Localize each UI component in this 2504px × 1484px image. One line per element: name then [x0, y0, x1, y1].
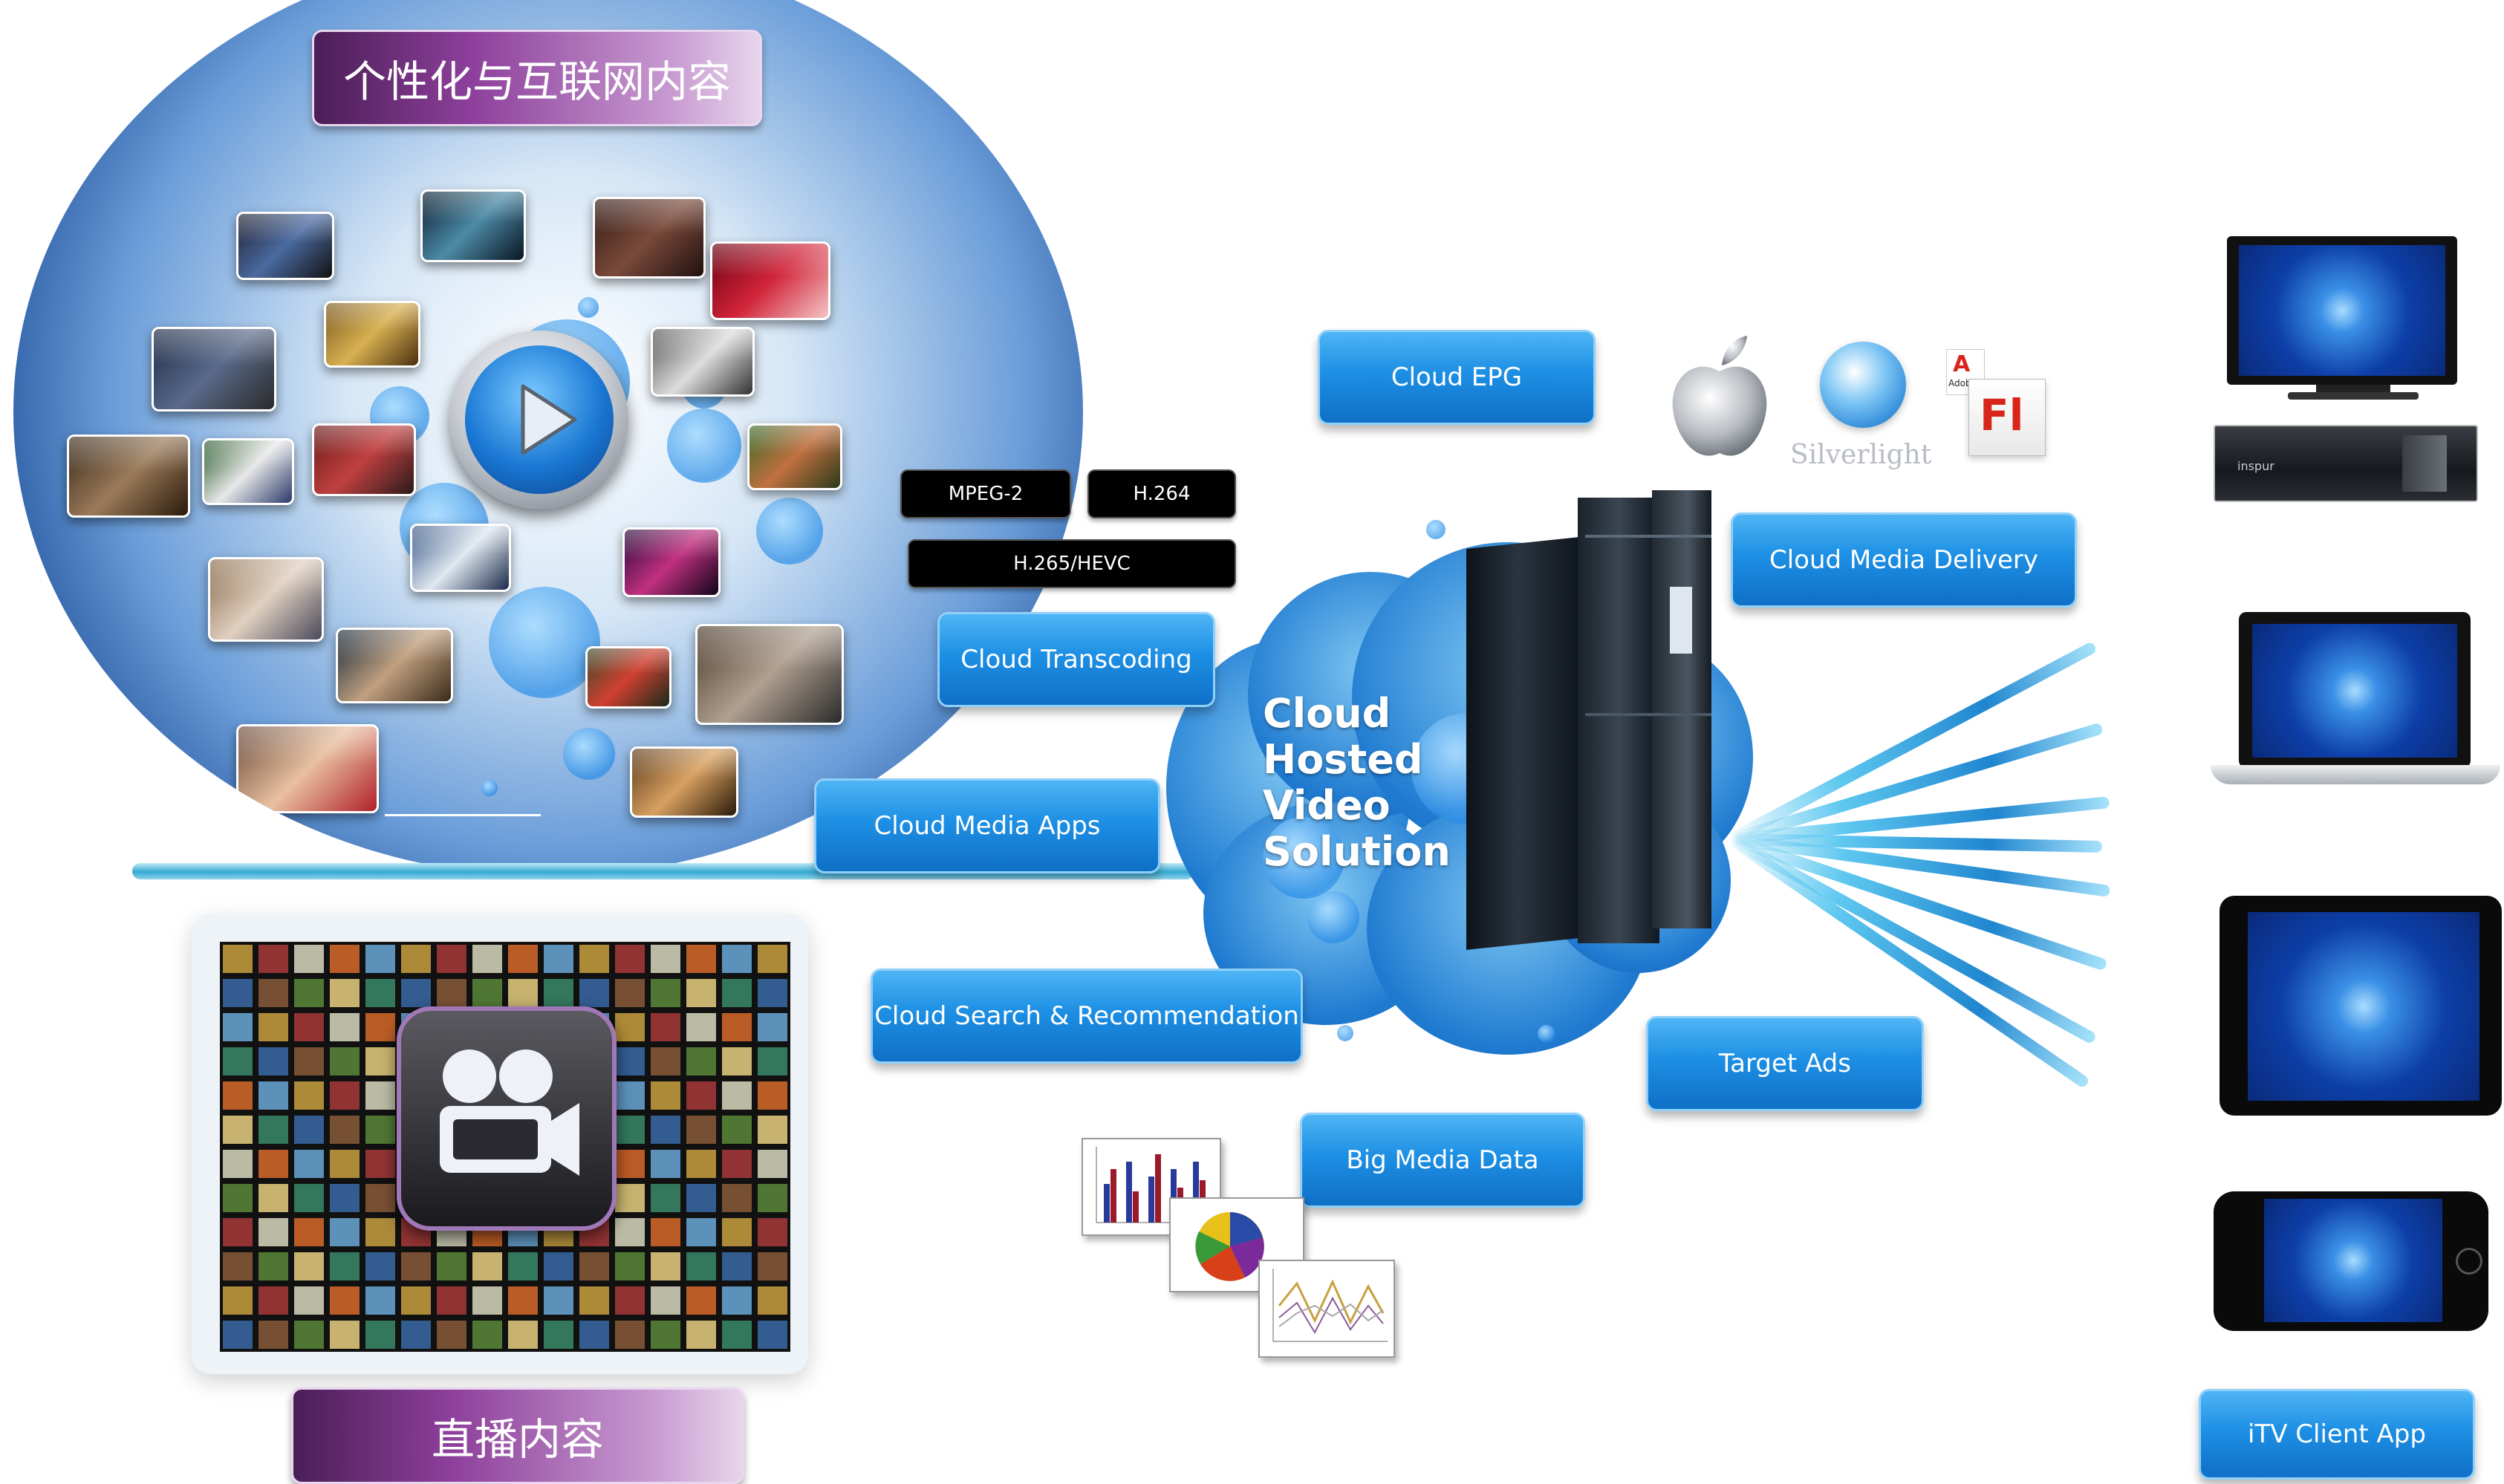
content-thumbnail [336, 628, 453, 703]
adobe-flash-logo-icon: A Adobe Fl [1946, 349, 2050, 461]
content-thumbnail [651, 327, 755, 397]
content-thumbnail [593, 197, 706, 279]
cloud-title-line: Solution [1263, 828, 1451, 875]
cloud-epg-button[interactable]: Cloud EPG [1318, 330, 1596, 425]
settop-brand-text: inspur [2237, 459, 2274, 473]
video-camera-button[interactable] [397, 1006, 617, 1231]
itv-client-app-button[interactable]: iTV Client App [2199, 1389, 2475, 1480]
content-thumbnail [312, 423, 416, 496]
bubble [489, 587, 600, 698]
cloud-title-line: Cloud [1263, 690, 1391, 737]
bubble [756, 498, 823, 564]
codec-tag-h265: H.265/HEVC [908, 539, 1236, 588]
cloud-media-apps-button[interactable]: Cloud Media Apps [814, 778, 1160, 873]
cloud-transcoding-button[interactable]: Cloud Transcoding [937, 612, 1215, 707]
flash-logo-text: Fl [1980, 390, 2024, 440]
server-rack [1466, 490, 1719, 950]
play-button[interactable] [450, 331, 628, 509]
video-camera-icon [440, 1049, 579, 1176]
content-thumbnail [410, 524, 511, 592]
cloud-media-delivery-button[interactable]: Cloud Media Delivery [1731, 512, 2077, 608]
content-thumbnail [324, 301, 420, 368]
big-media-data-button[interactable]: Big Media Data [1300, 1113, 1585, 1208]
live-content-label-text: 直播内容 [431, 1414, 604, 1465]
cloud-title: Cloud Hosted Video Solution [1263, 691, 1451, 875]
content-thumbnail [585, 646, 671, 709]
silverlight-logo-text: Silverlight [1790, 440, 1932, 470]
content-thumbnail [622, 527, 721, 597]
internet-content-label: 个性化与互联网内容 [312, 30, 762, 126]
content-thumbnail [202, 438, 294, 505]
content-thumbnail [630, 746, 738, 818]
bubble [563, 728, 615, 780]
content-thumbnail [236, 724, 379, 813]
content-thumbnail [420, 189, 526, 262]
content-thumbnail [152, 327, 276, 411]
settop-box-device: inspur [2214, 425, 2478, 502]
target-ads-button[interactable]: Target Ads [1646, 1016, 1924, 1111]
cloud-title-line: Hosted [1263, 736, 1423, 783]
divider [385, 814, 541, 816]
cloud-search-recommendation-button[interactable]: Cloud Search & Recommendation [871, 969, 1303, 1064]
live-content-label: 直播内容 [291, 1387, 744, 1484]
content-thumbnail [236, 212, 334, 280]
content-thumbnail [747, 423, 842, 490]
content-thumbnail [710, 241, 830, 320]
codec-tag-mpeg2: MPEG-2 [900, 469, 1071, 518]
content-thumbnail [695, 624, 844, 725]
bubble [481, 780, 498, 796]
content-thumbnail [67, 435, 190, 518]
apple-logo-icon [1672, 336, 1767, 456]
internet-content-label-text: 个性化与互联网内容 [342, 56, 731, 107]
content-thumbnail [208, 557, 324, 642]
bubble [667, 409, 741, 483]
silverlight-logo-icon: Silverlight [1790, 334, 1931, 483]
play-icon [521, 384, 577, 455]
bubble [578, 297, 599, 318]
line-chart-thumbnail [1258, 1260, 1395, 1358]
codec-tag-h264: H.264 [1087, 469, 1236, 518]
internet-content-globe [13, 0, 1083, 876]
ray [1729, 833, 2108, 972]
cloud-title-line: Video [1263, 782, 1391, 829]
